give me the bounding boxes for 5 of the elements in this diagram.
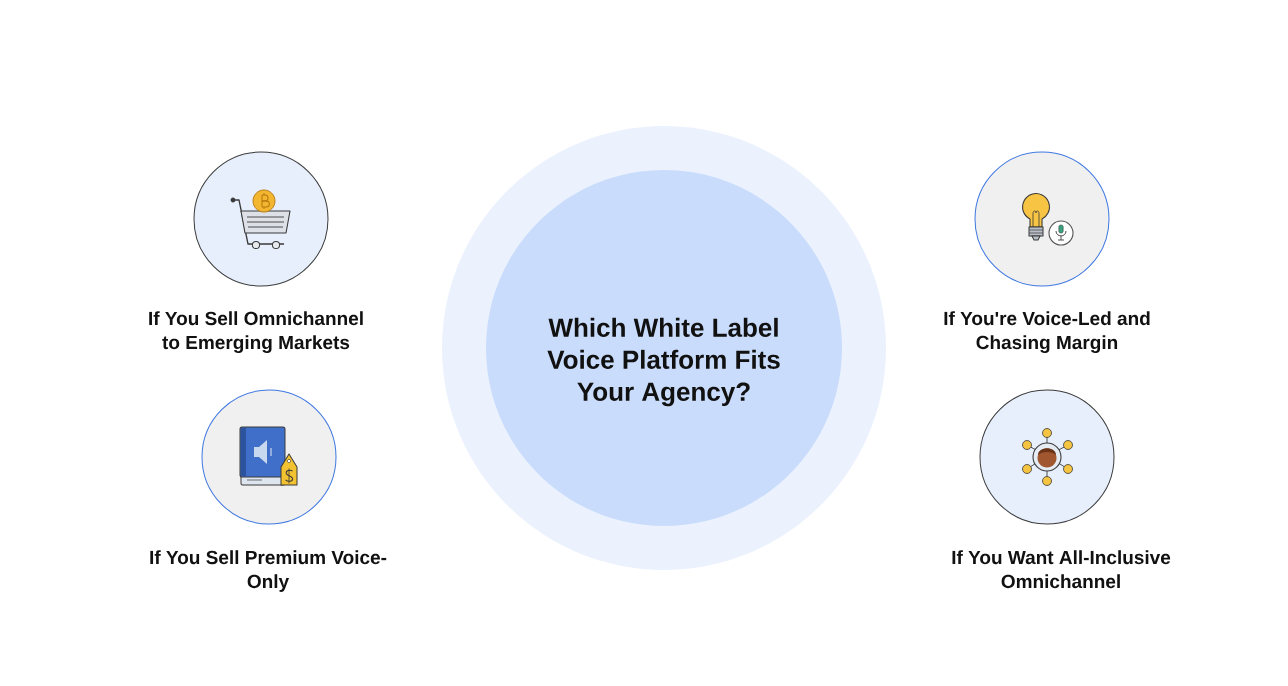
option-label: If You Sell Omnichannel to Emerging Markets [149, 311, 363, 353]
option-label: If You're Voice-Led and Chasing Margin [944, 311, 1150, 353]
option-label: If You Want All-Inclusive Omnichannel [952, 550, 1171, 589]
heading: Which White Label Voice Platform Fits Your Agency? [547, 317, 780, 407]
option-label: If You Sell Premium Voice-Only [150, 550, 387, 592]
